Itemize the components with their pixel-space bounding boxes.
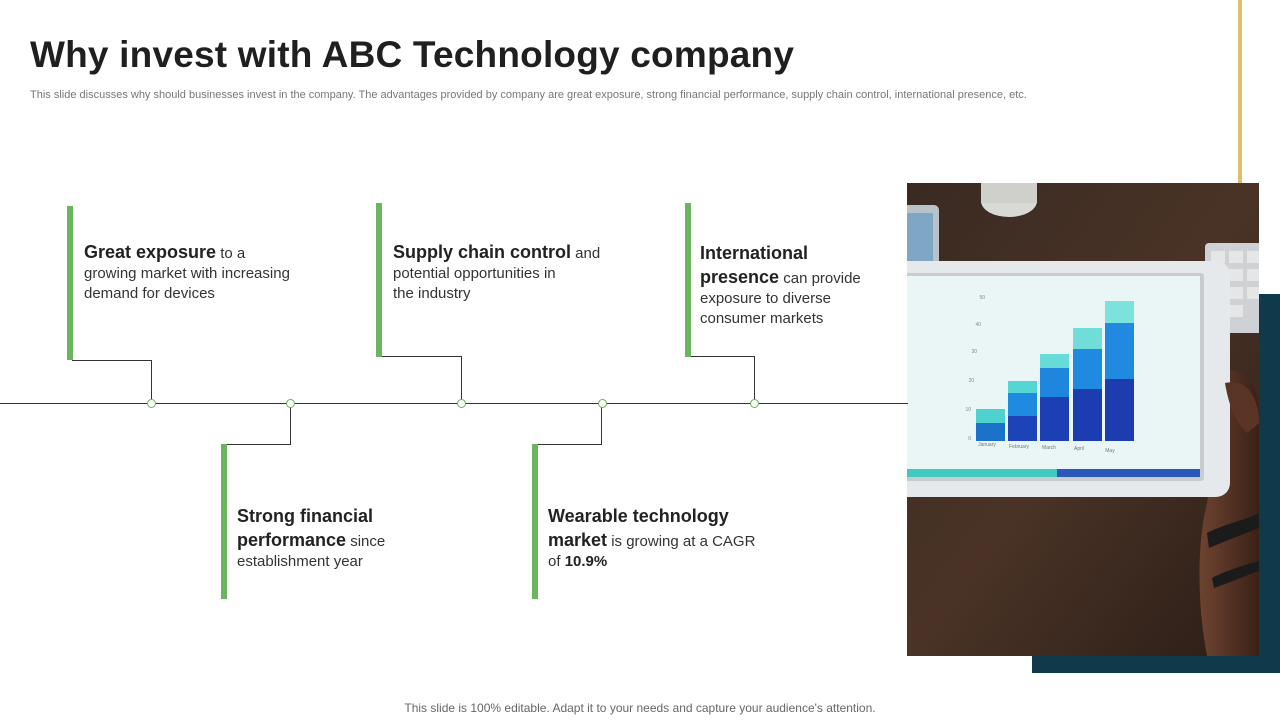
connector: [72, 360, 152, 404]
point-text: the industry: [393, 285, 471, 302]
cagr-value: 10.9%: [564, 553, 608, 570]
point-text: consumer markets: [700, 310, 824, 327]
point-supply-chain: Supply chain control and potential oppor…: [393, 242, 653, 304]
point-text: establishment year: [237, 553, 363, 570]
point-heading: market: [548, 530, 608, 550]
tablet-tick: 50: [979, 295, 985, 301]
tablet-tick: 0: [968, 436, 971, 442]
gold-accent-line: [1238, 0, 1242, 183]
point-heading: Supply chain control: [393, 242, 572, 262]
point-text: of: [548, 553, 565, 570]
point-text: since: [346, 533, 386, 550]
timeline-node: [750, 399, 759, 408]
point-text: can provide: [779, 270, 861, 287]
green-accent-bar: [67, 206, 73, 360]
point-heading: Strong financial: [237, 506, 374, 526]
timeline-node: [457, 399, 466, 408]
point-text: to a: [216, 245, 246, 262]
tablet-tick: 40: [975, 322, 981, 328]
point-text: growing market with increasing: [84, 265, 290, 282]
point-great-exposure: Great exposure to a growing market with …: [84, 242, 334, 304]
timeline-line: [0, 403, 908, 404]
slide-footer: This slide is 100% editable. Adapt it to…: [404, 701, 876, 715]
point-heading: performance: [237, 530, 347, 550]
green-accent-bar: [221, 444, 227, 599]
point-text: and: [571, 245, 601, 262]
point-strong-financial: Strong financial performance since estab…: [237, 505, 487, 575]
tablet-photo: 0 10 20 30 40 50 January February: [907, 183, 1259, 656]
green-accent-bar: [532, 444, 538, 599]
tablet-tick: 10: [965, 407, 971, 413]
timeline-node: [598, 399, 607, 408]
slide-title: Why invest with ABC Technology company: [30, 34, 795, 75]
timeline-node: [286, 399, 295, 408]
tablet-category: May: [1105, 448, 1115, 454]
point-heading: Wearable technology: [548, 506, 729, 526]
green-accent-bar: [685, 203, 691, 357]
point-text: exposure to diverse: [700, 290, 831, 307]
tablet-category: February: [1009, 444, 1030, 450]
tablet-category: April: [1074, 446, 1084, 452]
tablet-tick: 30: [971, 349, 977, 355]
point-text: potential opportunities in: [393, 265, 556, 282]
tablet-category: March: [1042, 445, 1056, 451]
connector: [381, 356, 462, 404]
connector: [226, 404, 291, 445]
point-heading: International: [700, 243, 809, 263]
point-text: is growing at a CAGR: [607, 533, 756, 550]
tablet-tick: 20: [968, 378, 974, 384]
point-international: International presence can provide expos…: [700, 242, 900, 334]
point-text: demand for devices: [84, 285, 215, 302]
timeline-node: [147, 399, 156, 408]
point-wearable-tech: Wearable technology market is growing at…: [548, 505, 808, 575]
tablet-category: January: [978, 442, 996, 448]
connector: [690, 356, 755, 404]
point-heading: presence: [700, 267, 780, 287]
point-heading: Great exposure: [84, 242, 217, 262]
slide-subtitle: This slide discusses why should business…: [30, 89, 1027, 101]
green-accent-bar: [376, 203, 382, 357]
connector: [537, 404, 602, 445]
